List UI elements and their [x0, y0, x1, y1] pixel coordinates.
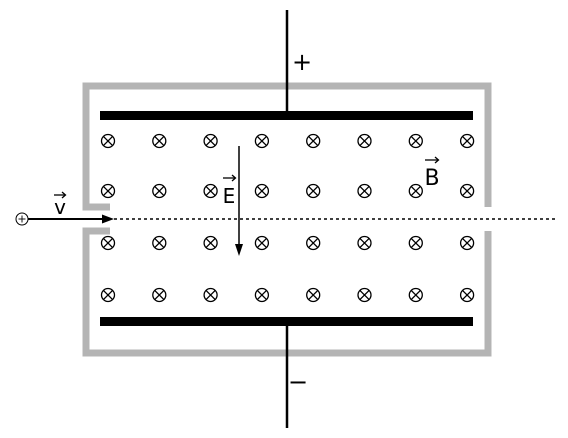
field-into-page-symbol [459, 235, 475, 251]
housing-left-lower [82, 227, 492, 357]
field-into-page-symbol [100, 287, 116, 303]
field-into-page-symbol [152, 235, 167, 251]
velocity-arrow [28, 214, 114, 224]
chamber-housing [82, 82, 492, 357]
velocity-vector-mark [54, 191, 67, 199]
field-into-page-symbol [203, 183, 218, 199]
field-into-page-symbol [357, 287, 372, 303]
field-into-page-symbol [306, 133, 321, 149]
field-into-page-symbol [203, 133, 218, 149]
field-into-page-symbol [408, 287, 423, 303]
field-into-page-symbol [357, 133, 372, 149]
field-into-page-symbol [306, 235, 321, 251]
field-into-page-symbol [203, 287, 218, 303]
magnetic-field-vector-mark [425, 156, 440, 164]
field-into-page-symbol [459, 133, 475, 149]
field-into-page-symbol [254, 183, 270, 199]
field-into-page-symbol [306, 183, 321, 199]
magnetic-field-label: B [424, 166, 439, 191]
field-into-page-symbol [357, 183, 372, 199]
field-into-page-symbol [408, 183, 423, 199]
field-into-page-symbol [254, 235, 270, 251]
velocity-label: v [54, 195, 66, 219]
field-into-page-symbol [254, 287, 270, 303]
housing-left-upper [82, 82, 492, 211]
field-into-page-symbol [408, 235, 423, 251]
minus-sign: − [288, 368, 308, 396]
magnetic-field-grid [100, 133, 475, 303]
field-into-page-symbol [100, 235, 116, 251]
field-into-page-symbol [357, 235, 372, 251]
field-into-page-symbol [203, 235, 218, 251]
field-into-page-symbol [152, 183, 167, 199]
top-plate [100, 111, 473, 120]
field-into-page-symbol [459, 287, 475, 303]
electric-field-label: E [223, 184, 236, 208]
field-into-page-symbol [152, 133, 167, 149]
electric-field-vector-mark [223, 174, 237, 182]
plus-sign: + [292, 48, 312, 76]
positive-charge-particle [15, 212, 29, 226]
bottom-plate [100, 317, 473, 326]
field-into-page-symbol [100, 183, 116, 199]
field-into-page-symbol [100, 133, 116, 149]
field-into-page-symbol [152, 287, 167, 303]
field-into-page-symbol [408, 133, 423, 149]
electric-field-arrow [235, 146, 243, 256]
field-into-page-symbol [254, 133, 270, 149]
field-into-page-symbol [306, 287, 321, 303]
field-into-page-symbol [459, 183, 475, 199]
